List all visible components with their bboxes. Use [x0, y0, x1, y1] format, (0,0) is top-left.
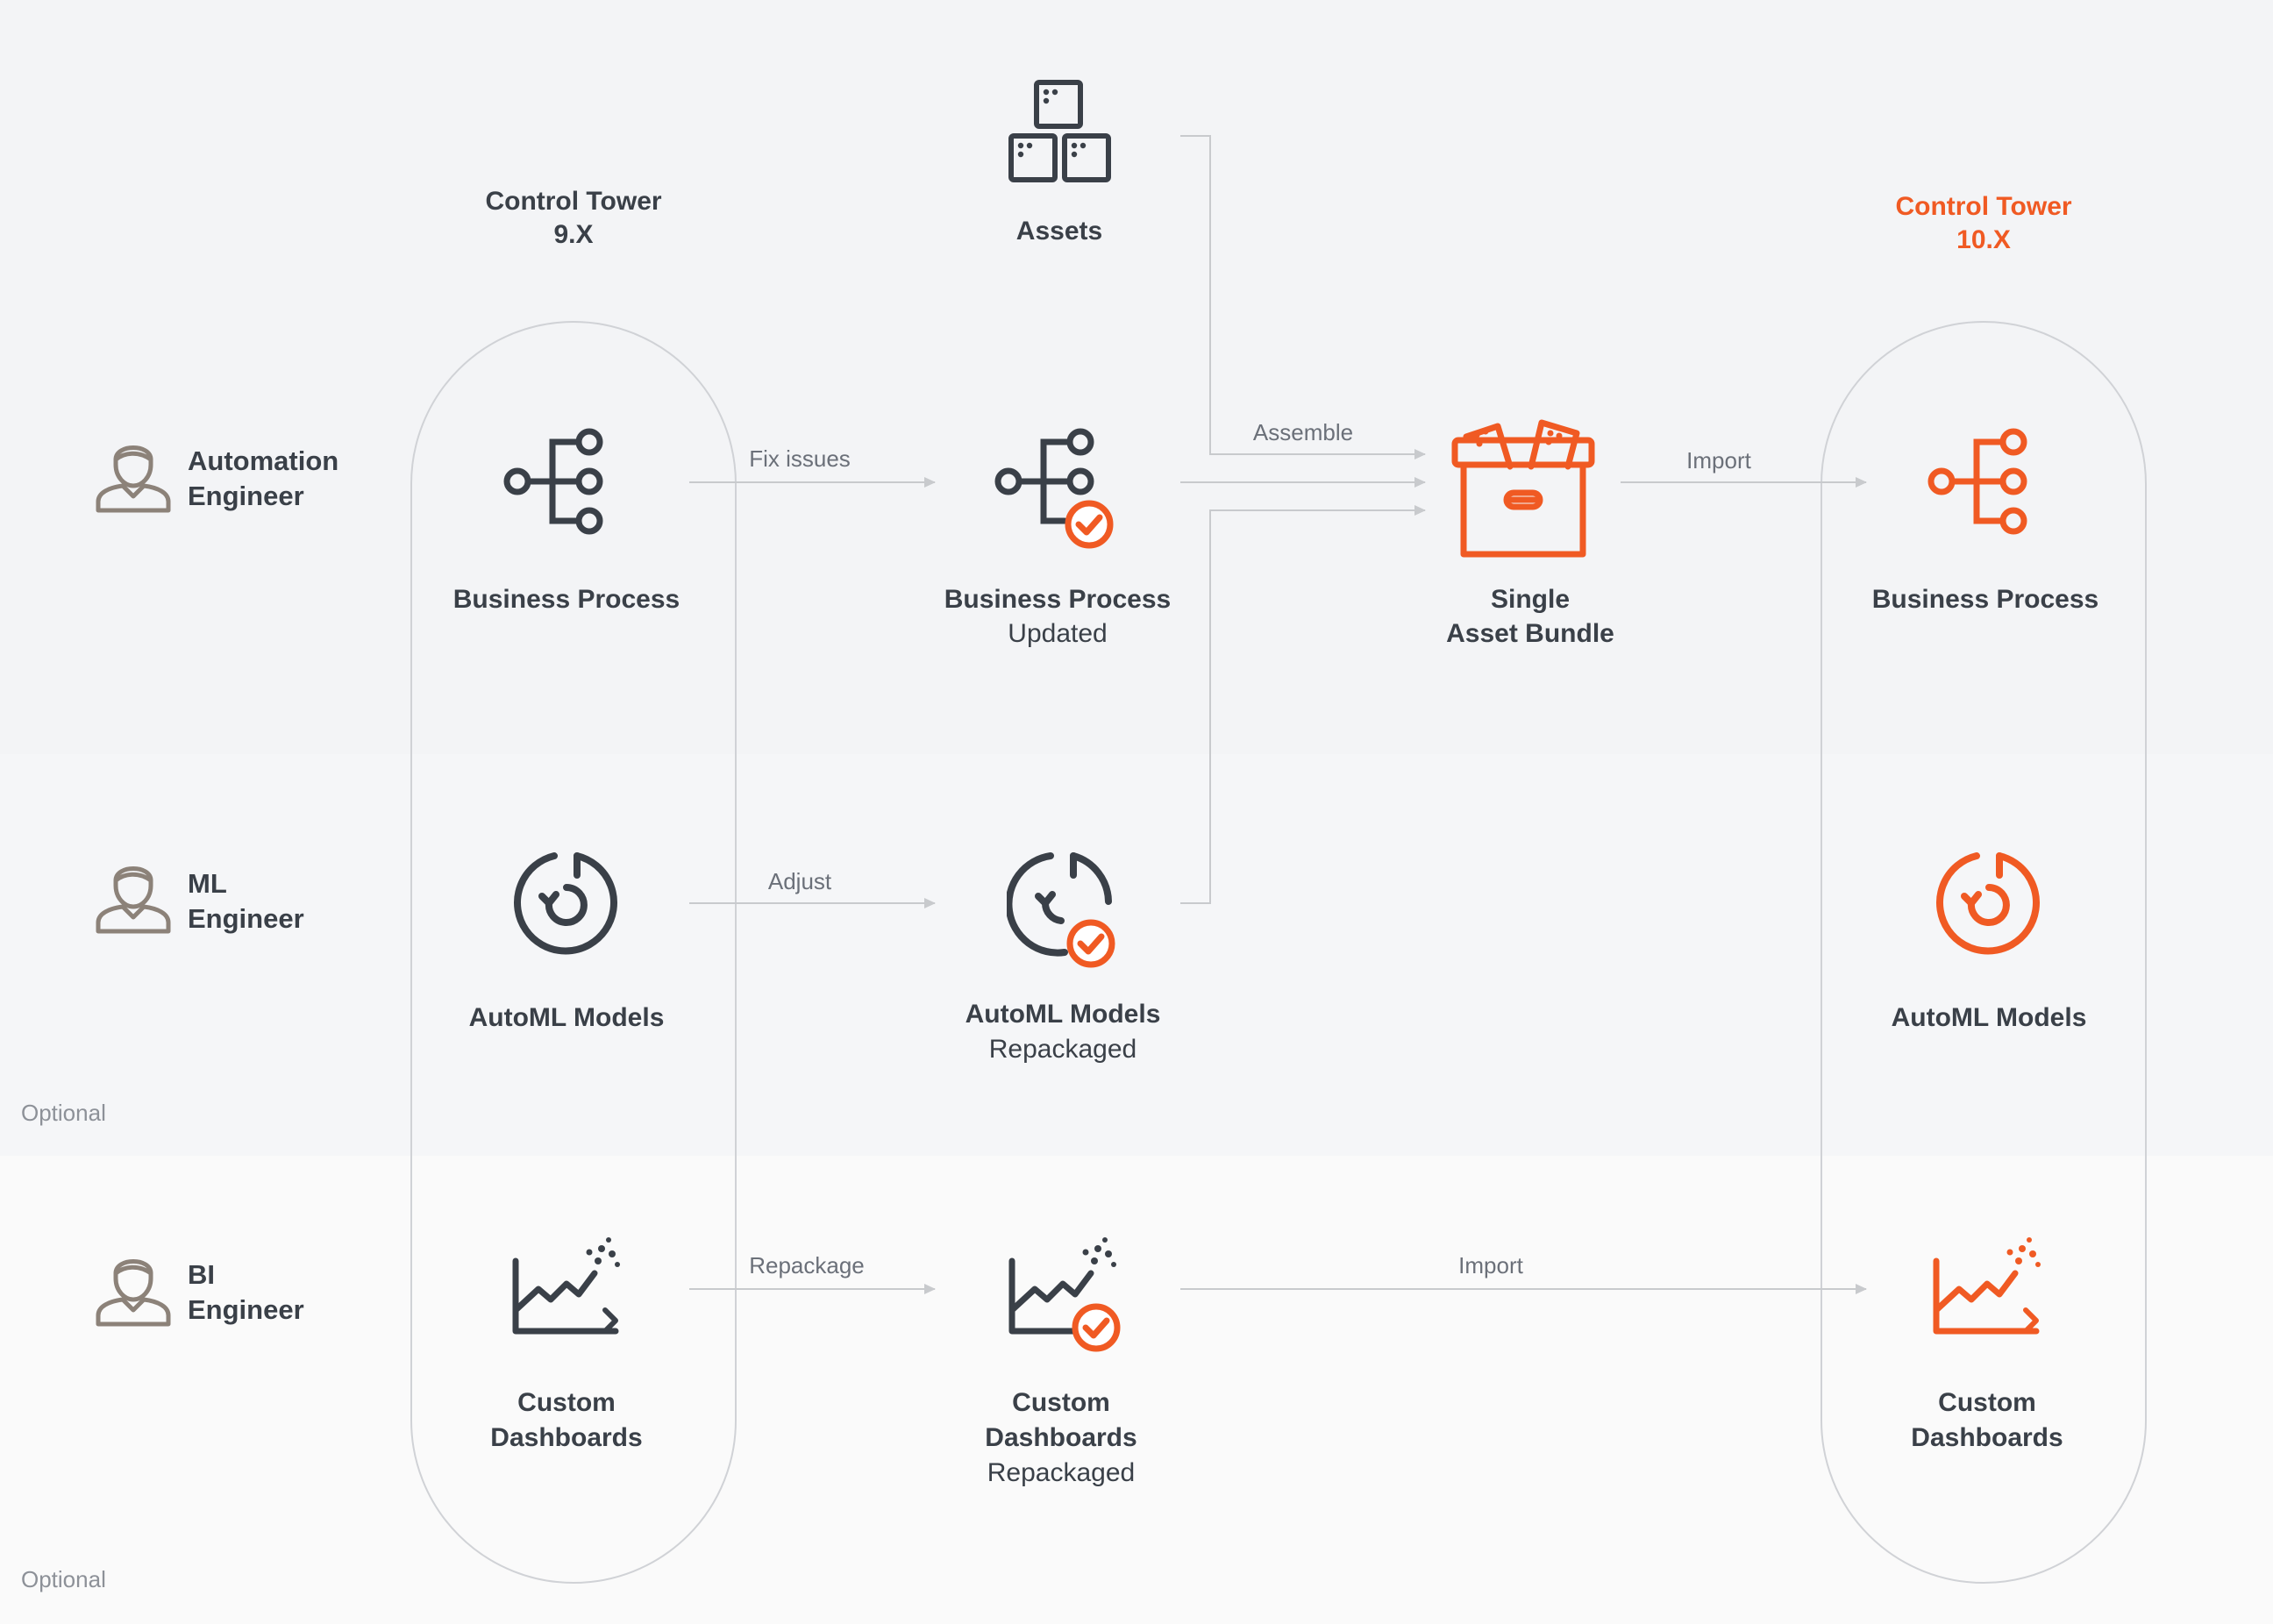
- process-check-icon: [994, 428, 1114, 549]
- updated-business-process-sub: Updated: [1008, 619, 1108, 648]
- role-ml-line1: ML: [188, 868, 227, 899]
- role-automation-line1: Automation: [188, 445, 339, 476]
- edge-label-assemble: Assemble: [1252, 419, 1354, 445]
- automl-check-icon: [1007, 852, 1115, 968]
- edge-assets-assemble: [1180, 135, 1426, 459]
- target-business-process-label: Business Process: [1871, 585, 2099, 614]
- edge-label-repackage: Repackage: [749, 1252, 865, 1279]
- edge-label-fix-issues: Fix issues: [749, 445, 851, 472]
- source-automl-label: AutoML Models: [468, 1003, 665, 1032]
- updated-automl-sub: Repackaged: [988, 1035, 1137, 1064]
- optional-label-bi: Optional: [21, 1566, 106, 1592]
- optional-label-ml: Optional: [21, 1100, 106, 1126]
- target-column-version: 10.X: [1956, 225, 2011, 254]
- role-automation-line2: Engineer: [188, 481, 304, 511]
- updated-dashboards-line1: Custom: [1012, 1388, 1110, 1417]
- updated-business-process-label: Business Process: [944, 585, 1172, 614]
- updated-dashboards-line2: Dashboards: [985, 1423, 1137, 1452]
- source-dashboards-line2: Dashboards: [490, 1423, 643, 1452]
- role-ml-line2: Engineer: [188, 903, 304, 934]
- person-icon: [96, 1259, 171, 1327]
- process-icon: [1927, 428, 2027, 535]
- edge-label-adjust: Adjust: [767, 868, 832, 894]
- edge-label-import-bundle: Import: [1686, 447, 1751, 474]
- source-column-version: 9.X: [553, 220, 594, 249]
- role-bi-line1: BI: [188, 1259, 215, 1290]
- dashboard-icon: [512, 1237, 620, 1335]
- source-dashboards-line1: Custom: [517, 1388, 616, 1417]
- target-dashboards-line2: Dashboards: [1911, 1423, 2063, 1452]
- cubes-icon: [1008, 80, 1111, 182]
- target-column-title: Control Tower: [1895, 192, 2072, 221]
- person-icon: [96, 866, 171, 934]
- edge-label-import-dashboards: Import: [1458, 1252, 1523, 1279]
- dashboard-check-icon: [1008, 1237, 1121, 1352]
- edge-automl-assemble: [1180, 505, 1426, 904]
- box-icon: [1451, 419, 1595, 558]
- bundle-line2: Asset Bundle: [1446, 619, 1614, 648]
- target-dashboards-line1: Custom: [1938, 1388, 2036, 1417]
- updated-dashboards-sub: Repackaged: [987, 1458, 1136, 1487]
- person-icon: [96, 445, 171, 513]
- automl-icon: [514, 852, 617, 955]
- source-column-title: Control Tower: [485, 187, 662, 216]
- control-tower-9x-container: [410, 321, 737, 1584]
- band-ml: [0, 754, 2273, 1156]
- source-business-process-label: Business Process: [452, 585, 680, 614]
- bundle-line1: Single: [1490, 585, 1571, 614]
- target-automl-label: AutoML Models: [1891, 1003, 2087, 1032]
- control-tower-10x-container: [1821, 321, 2147, 1584]
- assets-label: Assets: [1015, 217, 1103, 246]
- automl-icon: [1936, 852, 2040, 955]
- updated-automl-label: AutoML Models: [965, 1000, 1161, 1029]
- dashboard-icon: [1933, 1237, 2041, 1335]
- role-bi-line2: Engineer: [188, 1294, 304, 1325]
- process-icon: [503, 428, 603, 535]
